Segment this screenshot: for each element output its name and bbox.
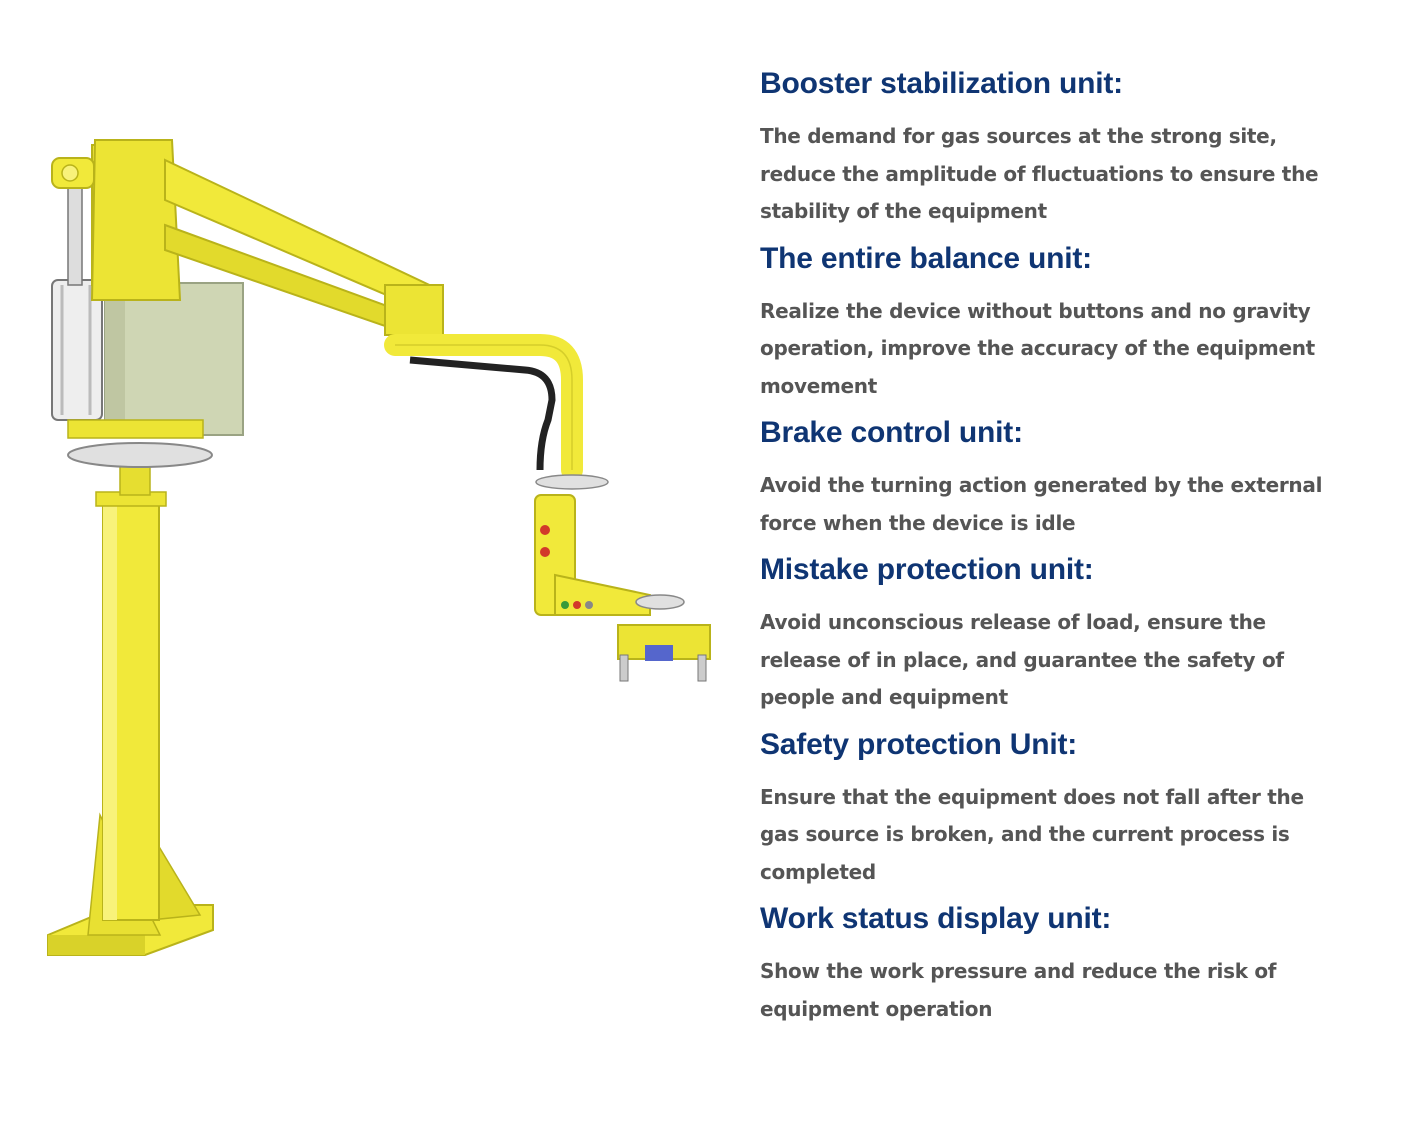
feature-description: Ensure that the equipment does not fall … [760,784,1304,884]
arm-head-block [90,139,182,301]
feature-booster-stabilization: Booster stabilization unit: The demand f… [760,62,1360,231]
base-plate-front [48,935,145,955]
feature-description: Show the work pressure and reduce the ri… [760,959,1277,1021]
gripper-swivel [635,594,685,610]
red-button-icon [540,547,550,557]
gripper-finger-left [619,654,629,682]
feature-title: Work status display unit: [760,902,1112,935]
green-light-icon [561,601,569,609]
feature-balance-unit: The entire balance unit: Realize the dev… [760,237,1360,406]
red-button-icon [540,525,550,535]
feature-title: The entire balance unit: [760,241,1092,275]
control-cabinet [104,282,244,436]
feature-title: Brake control unit: [760,416,1023,449]
gripper-valve [645,645,673,661]
red-light-icon [573,601,581,609]
feature-title: Booster stabilization unit: [760,67,1123,100]
feature-title: Mistake protection unit: [760,553,1094,586]
feature-list: Booster stabilization unit: The demand f… [760,62,1360,1034]
rotation-disk [67,442,213,468]
gripper-finger-right [697,654,707,682]
air-hose [409,356,556,471]
pneumatic-balance-manipulator-icon [47,139,711,956]
column-highlight [103,500,117,920]
feature-safety-protection: Safety protection Unit: Ensure that the … [760,723,1360,892]
feature-description: Avoid unconscious release of load, ensur… [760,610,1284,709]
feature-mistake-protection: Mistake protection unit: Avoid unconscio… [760,548,1360,717]
cabinet-base-bracket [67,419,204,439]
feature-work-status-display: Work status display unit: Show the work … [760,897,1360,1028]
cabinet-side [105,283,125,435]
manipulator-illustration [47,139,711,956]
feature-description: Avoid the turning action generated by th… [760,473,1323,535]
feature-description: Realize the device without buttons and n… [760,298,1315,398]
swivel-disk [535,474,609,490]
feature-title: Safety protection Unit: [760,727,1078,761]
feature-brake-control: Brake control unit: Avoid the turning ac… [760,411,1360,542]
feature-description: The demand for gas sources at the strong… [760,124,1319,223]
gripper-arm [554,573,651,616]
elbow-joint [384,284,444,336]
